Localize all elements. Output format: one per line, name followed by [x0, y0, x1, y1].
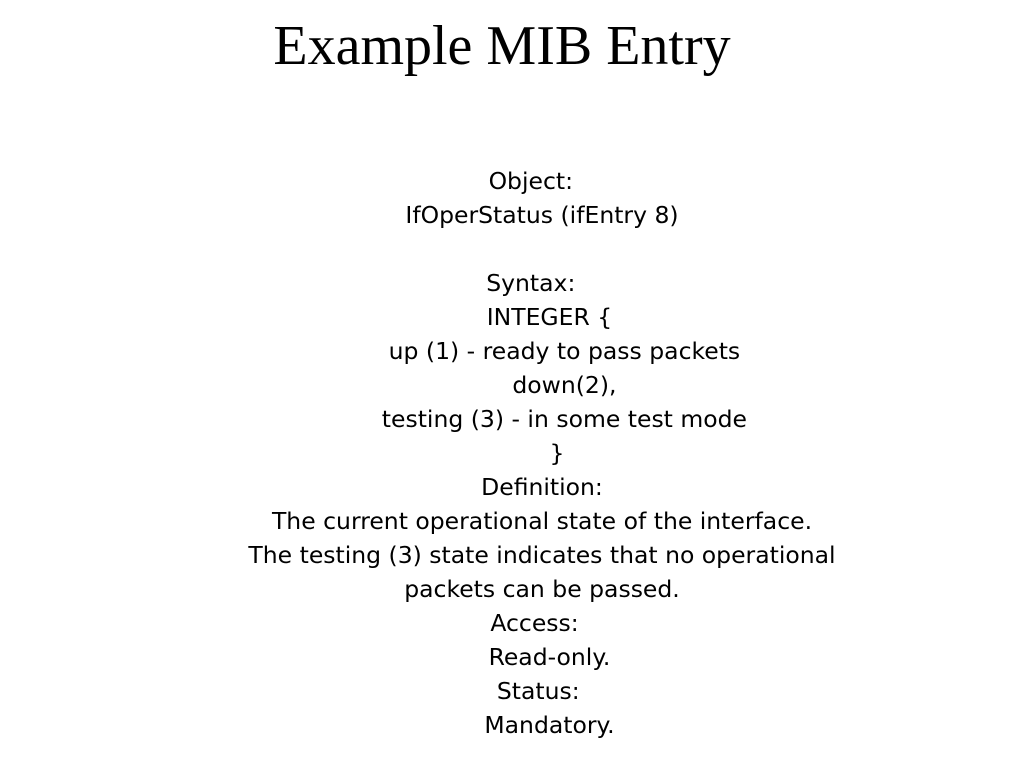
- definition-text-2: The testing (3) state indicates that no …: [248, 541, 836, 569]
- syntax-value-down: down(2),: [467, 371, 617, 399]
- syntax-integer-open: INTEGER {: [471, 303, 613, 331]
- slide-title: Example MIB Entry: [273, 15, 731, 77]
- syntax-close-brace: }: [519, 439, 565, 467]
- access-value: Read-only.: [473, 643, 611, 671]
- object-label: Object:: [488, 167, 596, 195]
- status-label: Status:: [496, 677, 588, 705]
- syntax-value-up: up (1) - ready to pass packets: [343, 337, 741, 365]
- access-label: Access:: [490, 609, 594, 637]
- definition-text-3: packets can be passed.: [404, 575, 680, 603]
- definition-text-1: The current operational state of the int…: [271, 507, 813, 535]
- blank-line: [0, 232, 1024, 266]
- definition-label: Definition:: [481, 473, 603, 501]
- syntax-label: Syntax:: [486, 269, 598, 297]
- status-value: Mandatory.: [469, 711, 615, 739]
- mib-entry-body: Object: IfOperStatus (ifEntry 8) Syntax:…: [0, 164, 1024, 742]
- object-value: IfOperStatus (ifEntry 8): [405, 201, 679, 229]
- syntax-value-testing: testing (3) - in some test mode: [336, 405, 748, 433]
